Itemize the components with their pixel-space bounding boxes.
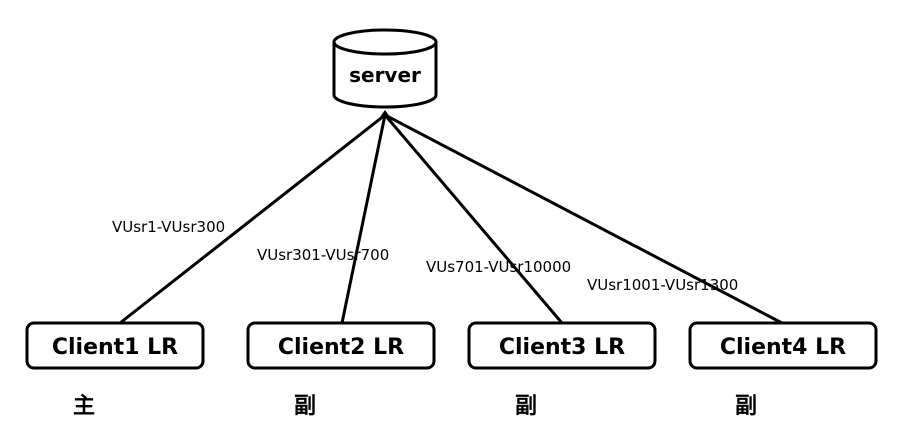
- edge-client3-server: [383, 114, 564, 324]
- arrowhead: [380, 110, 390, 117]
- client-node-3: Client3 LR: [467, 321, 657, 370]
- client-box: [688, 321, 878, 370]
- client-label: Client2 LR: [278, 335, 404, 360]
- role-label-client2: 副: [294, 394, 316, 419]
- client-box: [467, 321, 657, 370]
- role-label-client3: 副: [515, 394, 537, 419]
- client-box: [25, 321, 205, 370]
- edge-client4-server: [384, 113, 783, 325]
- client-label: Client3 LR: [499, 335, 625, 360]
- server-label: server: [349, 63, 421, 87]
- edge-label-client4: VUsr1001-VUsr1300: [587, 276, 738, 294]
- server-cylinder-body: [332, 42, 438, 109]
- edge-label-client3: VUs701-VUsr10000: [426, 258, 571, 276]
- edge-client1-server: [119, 113, 386, 325]
- edge-label-client1: VUsr1-VUsr300: [112, 218, 225, 236]
- client-label: Client4 LR: [720, 335, 846, 360]
- client-box: [246, 321, 436, 370]
- edge-client2-server: [340, 114, 387, 324]
- role-label-client4: 副: [735, 394, 757, 419]
- role-label-client1: 主: [73, 394, 95, 419]
- server-node: server: [332, 28, 438, 109]
- connection-lines: [119, 113, 783, 325]
- edge-label-client2: VUsr301-VUsr700: [257, 246, 389, 264]
- client-node-1: Client1 LR: [25, 321, 205, 370]
- server-cylinder-top: [332, 28, 438, 56]
- client-label: Client1 LR: [52, 335, 178, 360]
- client-node-2: Client2 LR: [246, 321, 436, 370]
- client-node-4: Client4 LR: [688, 321, 878, 370]
